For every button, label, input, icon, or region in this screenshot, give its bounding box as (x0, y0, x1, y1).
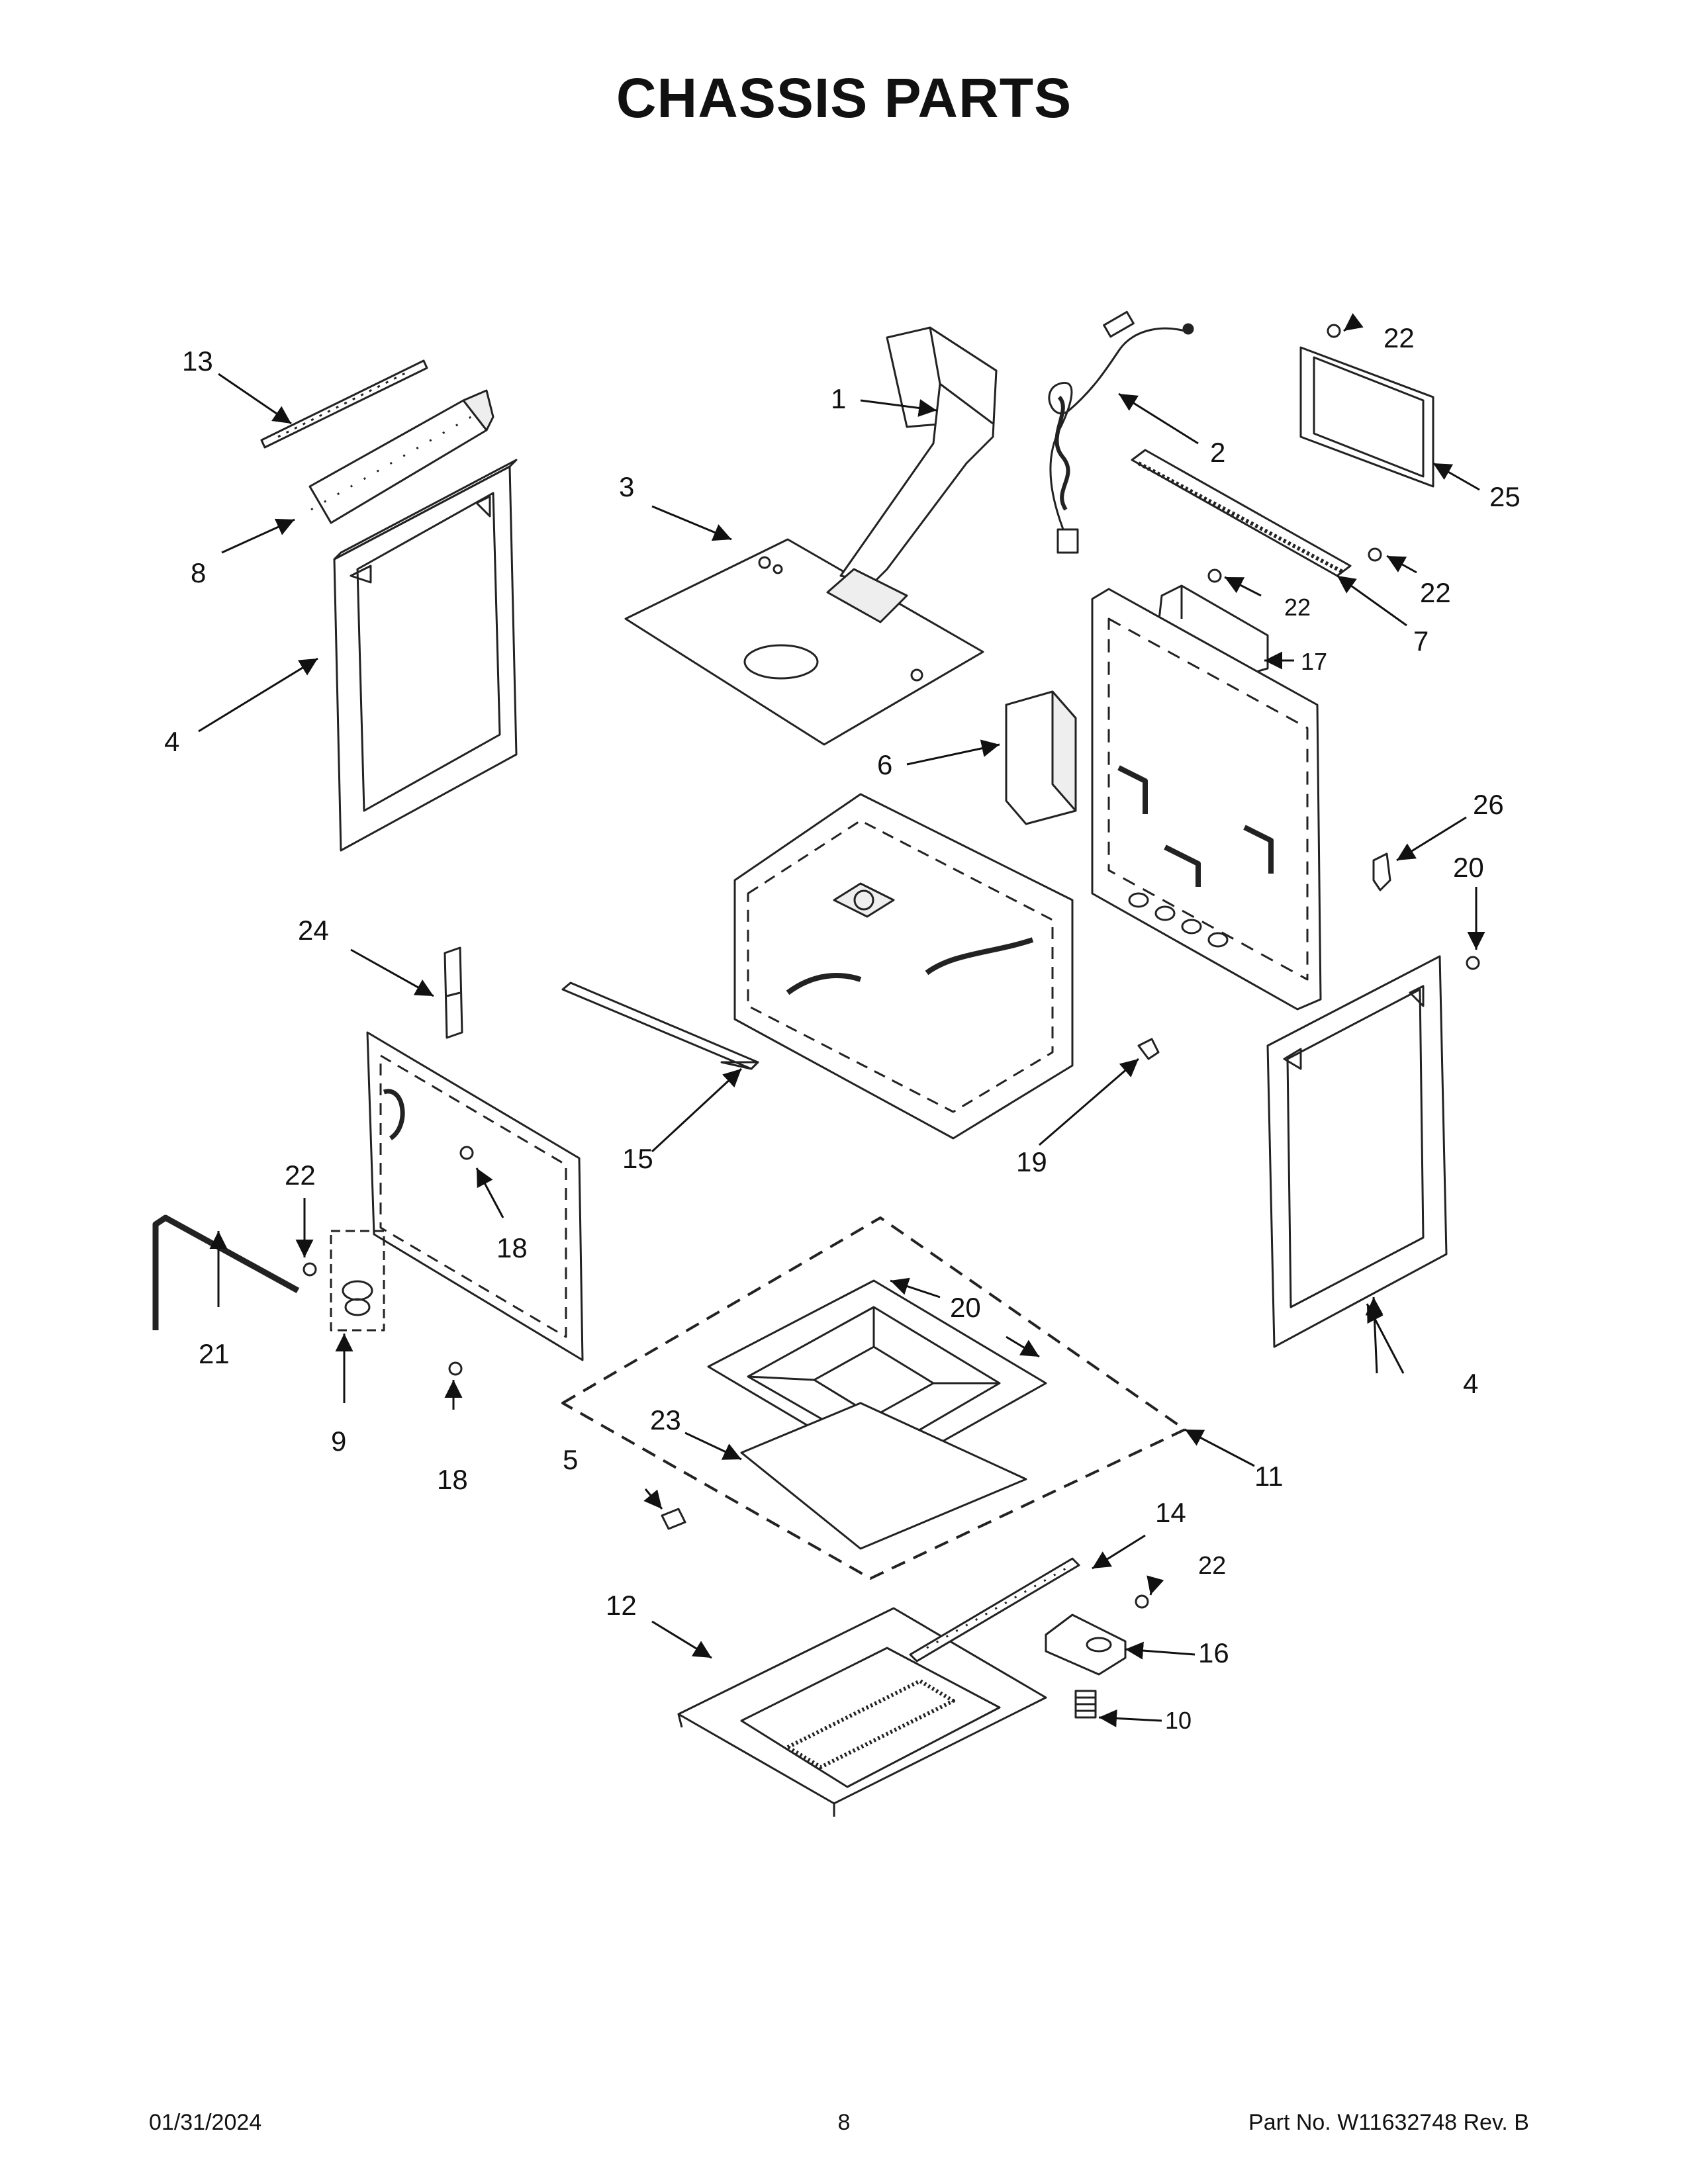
part-9-hinge-receiver (330, 1230, 385, 1332)
part-front-frame (366, 1031, 584, 1361)
callout-10: 10 (1165, 1707, 1192, 1734)
part-19-clip (1137, 1038, 1160, 1060)
screw-group (303, 324, 1480, 1609)
callout-23: 23 (650, 1404, 681, 1435)
part-24-clip (444, 946, 463, 1039)
part-26-clip (1372, 852, 1391, 891)
part-13-trim-strip (260, 359, 428, 449)
callout-18-lower: 18 (437, 1464, 468, 1495)
callout-3: 3 (619, 471, 634, 502)
callout-22-top-right: 22 (1383, 322, 1415, 353)
footer-part-number: Part No. W11632748 Rev. B (1248, 2110, 1529, 2135)
callout-7: 7 (1413, 625, 1429, 657)
part-12-bottom-panel (677, 1607, 1047, 1817)
callout-20-tray: 20 (950, 1292, 981, 1323)
page-title: CHASSIS PARTS (616, 67, 1072, 129)
part-16-foot-bracket (1045, 1614, 1127, 1676)
callout-22-hinge: 22 (285, 1160, 316, 1191)
callout-9: 9 (331, 1426, 346, 1457)
callout-20-right: 20 (1453, 852, 1484, 883)
callout-25: 25 (1489, 481, 1521, 512)
part-4-left-side-panel (333, 459, 518, 852)
callout-labels: 1 2 3 4 4 5 6 7 8 9 10 11 12 14 13 15 16… (164, 322, 1521, 1734)
callout-22-strap: 22 (1420, 577, 1451, 608)
part-14-rail (909, 1557, 1080, 1662)
callout-4-left: 4 (164, 726, 179, 757)
part-4-right-side-panel (1266, 955, 1448, 1348)
part-25-access-plate (1299, 346, 1434, 488)
callout-24: 24 (298, 915, 329, 946)
part-3-top-panel (624, 538, 984, 746)
callout-22-bracket: 22 (1284, 594, 1311, 621)
part-21-rod (152, 1214, 300, 1330)
callout-13: 13 (182, 345, 213, 377)
callout-21: 21 (199, 1338, 230, 1369)
callout-6: 6 (877, 749, 892, 780)
part-8-bracket (308, 389, 494, 524)
callout-15: 15 (622, 1143, 653, 1174)
callout-19: 19 (1016, 1146, 1047, 1177)
callout-14: 14 (1155, 1497, 1186, 1528)
callout-18-upper: 18 (496, 1232, 528, 1263)
part-rear-panel (1091, 588, 1322, 1011)
part-6-box (1005, 690, 1077, 825)
part-7-strap (1131, 449, 1352, 577)
callout-17: 17 (1301, 648, 1327, 675)
footer-date: 01/31/2024 (149, 2110, 262, 2135)
callout-8: 8 (191, 557, 206, 588)
part-1-vent-duct (826, 326, 998, 623)
part-oven-cavity (733, 793, 1074, 1140)
part-5-clip (661, 1508, 686, 1530)
leader-lines (198, 313, 1485, 1727)
callout-11: 11 (1254, 1461, 1284, 1492)
callout-2: 2 (1210, 437, 1225, 468)
part-15-strip (561, 981, 759, 1070)
part-23-heat-shield (740, 1402, 1027, 1550)
callout-16: 16 (1198, 1637, 1229, 1668)
callout-5: 5 (563, 1444, 578, 1475)
part-2-power-cord (1048, 310, 1194, 554)
callout-12: 12 (606, 1590, 637, 1621)
callout-4-right: 4 (1463, 1368, 1478, 1399)
callout-26: 26 (1473, 789, 1504, 820)
part-10-leveling-leg (1074, 1690, 1097, 1719)
callout-22-rail: 22 (1198, 1552, 1226, 1580)
callout-1: 1 (831, 383, 846, 414)
footer-page-number: 8 (837, 2110, 851, 2135)
